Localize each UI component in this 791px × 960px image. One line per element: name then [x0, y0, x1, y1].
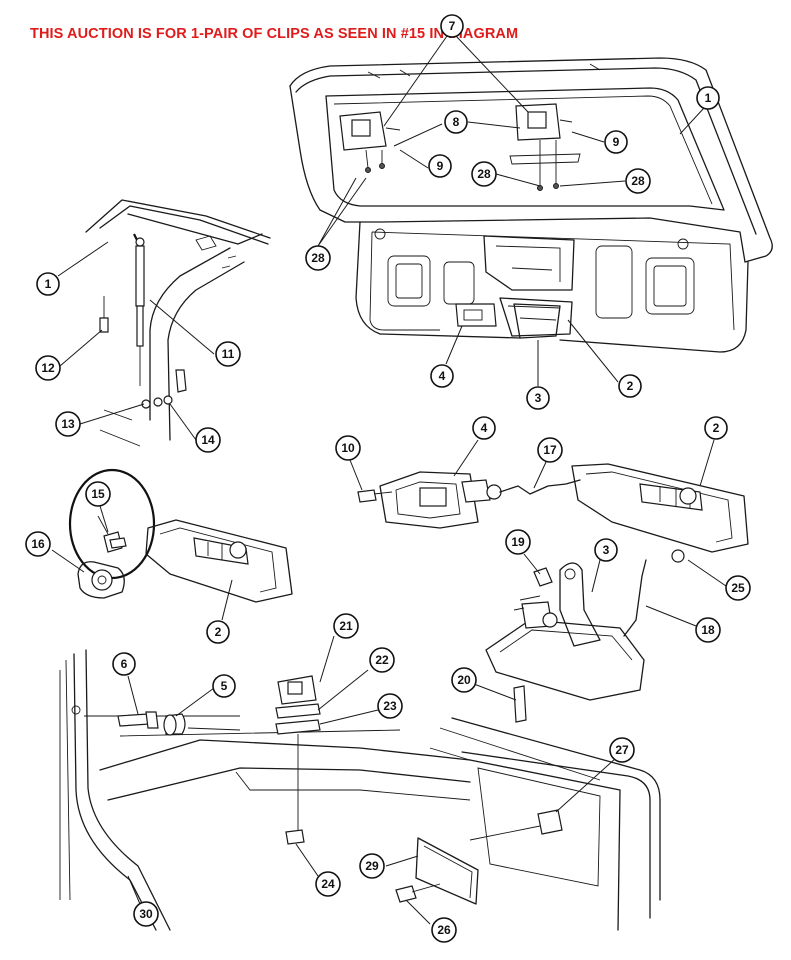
callout-29: 29 — [359, 853, 385, 879]
callout-7: 7 — [440, 14, 464, 38]
callout-1: 1 — [36, 272, 60, 296]
svg-text:9: 9 — [437, 159, 444, 173]
callout-13: 13 — [55, 411, 81, 437]
svg-text:19: 19 — [511, 535, 525, 549]
svg-text:20: 20 — [457, 673, 471, 687]
svg-text:28: 28 — [311, 251, 325, 265]
svg-text:26: 26 — [437, 923, 451, 937]
callout-4: 4 — [472, 416, 496, 440]
svg-text:6: 6 — [121, 657, 128, 671]
callout-18: 18 — [695, 617, 721, 643]
callout-4: 4 — [430, 364, 454, 388]
liftgate-panel — [289, 57, 773, 353]
clip-15-highlight-circle — [68, 468, 156, 580]
callout-9: 9 — [428, 154, 452, 178]
callout-27: 27 — [609, 737, 635, 763]
svg-text:9: 9 — [613, 135, 620, 149]
callout-21: 21 — [333, 613, 359, 639]
callout-5: 5 — [212, 674, 236, 698]
callout-12: 12 — [35, 355, 61, 381]
callout-28: 28 — [625, 168, 651, 194]
callout-3: 3 — [594, 538, 618, 562]
svg-text:22: 22 — [375, 653, 389, 667]
callout-24: 24 — [315, 871, 341, 897]
svg-text:10: 10 — [341, 441, 355, 455]
svg-text:13: 13 — [61, 417, 75, 431]
callout-28: 28 — [305, 245, 331, 271]
callout-3: 3 — [526, 386, 550, 410]
callout-16: 16 — [25, 531, 51, 557]
clip-detail-group — [68, 468, 293, 603]
svg-text:29: 29 — [365, 859, 379, 873]
svg-text:2: 2 — [627, 379, 634, 393]
svg-text:21: 21 — [339, 619, 353, 633]
callout-28: 28 — [471, 161, 497, 187]
callout-15: 15 — [85, 481, 111, 507]
svg-text:25: 25 — [731, 581, 745, 595]
callout-22: 22 — [369, 647, 395, 673]
callout-20: 20 — [451, 667, 477, 693]
svg-text:23: 23 — [383, 699, 397, 713]
svg-text:30: 30 — [139, 907, 153, 921]
svg-text:1: 1 — [705, 91, 712, 105]
svg-text:28: 28 — [477, 167, 491, 181]
svg-text:12: 12 — [41, 361, 55, 375]
svg-text:1: 1 — [45, 277, 52, 291]
svg-text:2: 2 — [215, 625, 222, 639]
svg-text:14: 14 — [201, 433, 215, 447]
svg-text:18: 18 — [701, 623, 715, 637]
svg-text:5: 5 — [221, 679, 228, 693]
liftgate-strut-area — [85, 199, 271, 447]
callout-25: 25 — [725, 575, 751, 601]
svg-text:7: 7 — [449, 19, 456, 33]
license-lamp-group — [395, 717, 661, 931]
callout-11: 11 — [215, 341, 241, 367]
callout-2: 2 — [704, 416, 728, 440]
callout-14: 14 — [195, 427, 221, 453]
svg-text:24: 24 — [321, 877, 335, 891]
callout-30: 30 — [133, 901, 159, 927]
svg-text:3: 3 — [535, 391, 542, 405]
bumper-striker-group — [59, 649, 471, 931]
callout-23: 23 — [377, 693, 403, 719]
svg-text:11: 11 — [222, 347, 235, 361]
callout-17: 17 — [537, 437, 563, 463]
latch-linkage-group — [357, 463, 749, 723]
svg-text:28: 28 — [631, 174, 645, 188]
callout-2: 2 — [206, 620, 230, 644]
callout-6: 6 — [112, 652, 136, 676]
callout-19: 19 — [505, 529, 531, 555]
svg-text:16: 16 — [31, 537, 45, 551]
svg-text:4: 4 — [439, 369, 446, 383]
callout-9: 9 — [604, 130, 628, 154]
svg-text:15: 15 — [91, 487, 105, 501]
callout-10: 10 — [335, 435, 361, 461]
svg-text:2: 2 — [713, 421, 720, 435]
callout-1: 1 — [696, 86, 720, 110]
leader-lines — [51, 35, 727, 925]
auction-banner: THIS AUCTION IS FOR 1-PAIR OF CLIPS AS S… — [30, 26, 519, 42]
svg-text:8: 8 — [453, 115, 460, 129]
callout-2: 2 — [618, 374, 642, 398]
svg-text:17: 17 — [543, 443, 557, 457]
callout-26: 26 — [431, 917, 457, 943]
svg-text:3: 3 — [603, 543, 610, 557]
callout-8: 8 — [444, 110, 468, 134]
svg-text:27: 27 — [615, 743, 629, 757]
svg-text:4: 4 — [481, 421, 488, 435]
